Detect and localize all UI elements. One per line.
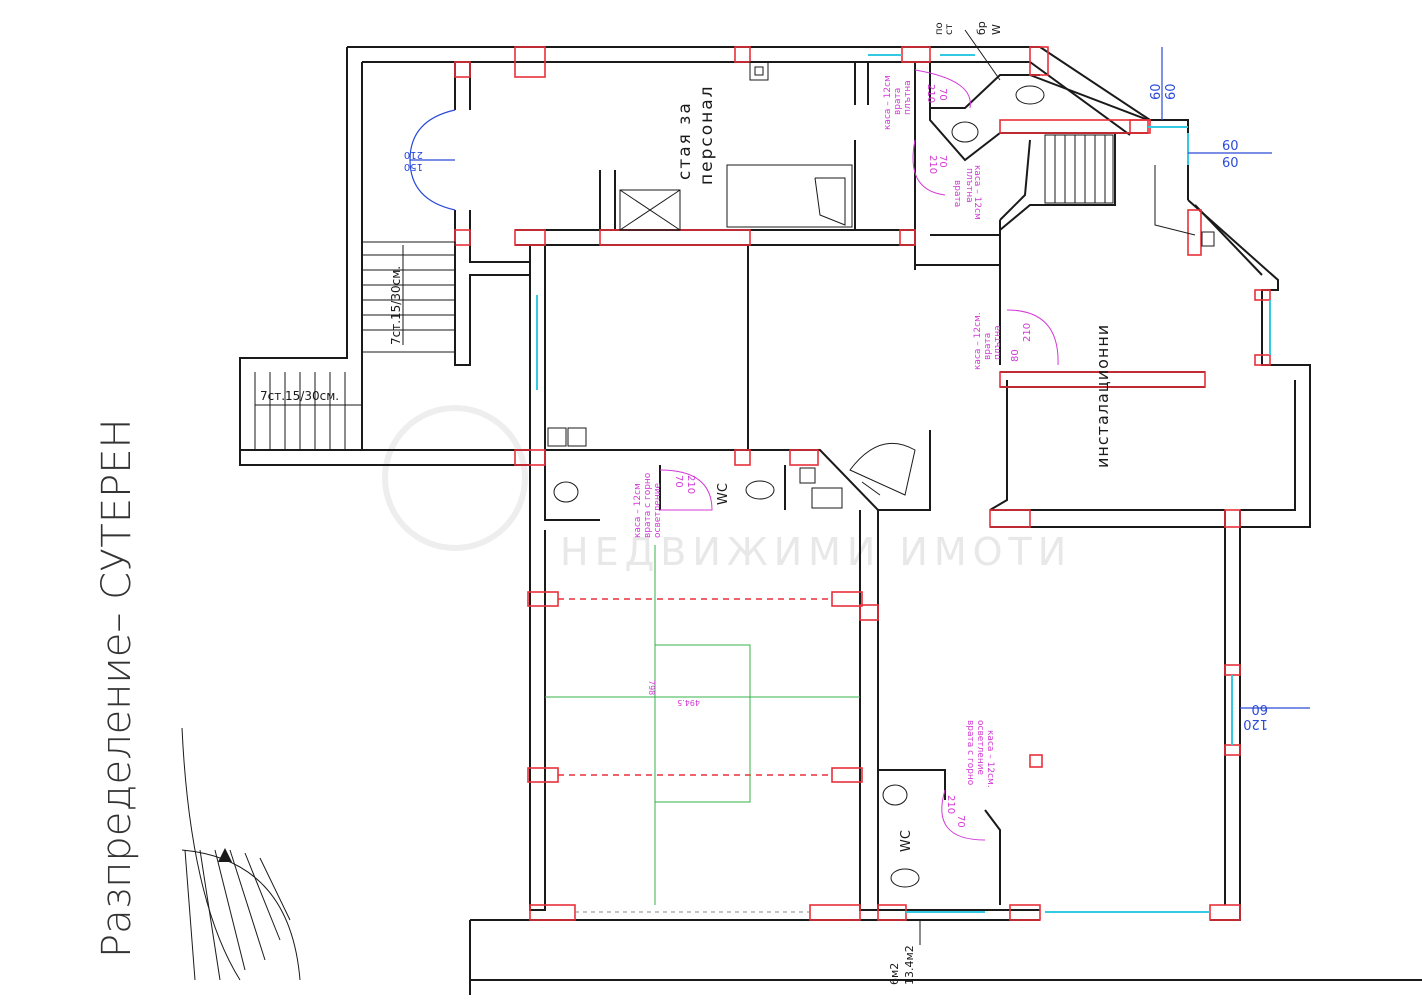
svg-text:врата: врата <box>983 333 993 360</box>
measurement-grid: 494.5 798 <box>545 545 860 905</box>
svg-text:60: 60 <box>1222 156 1239 171</box>
column-markers <box>454 46 1271 921</box>
svg-text:70: 70 <box>937 88 948 101</box>
svg-text:60: 60 <box>1149 83 1164 100</box>
svg-text:каса – 12см.: каса – 12см. <box>985 730 995 788</box>
interior-walls <box>454 62 1205 905</box>
svg-text:70: 70 <box>955 815 966 828</box>
door-annotations: 70 210 врата плътна каса – 12см 70 210 в… <box>633 69 1059 841</box>
watermark-subtitle: НЕДВИЖИМИ ИМОТИ <box>560 530 1072 574</box>
svg-text:80: 80 <box>1010 349 1021 362</box>
svg-text:осветление: осветление <box>975 720 985 776</box>
svg-text:врата: врата <box>952 180 962 207</box>
outer-staircase: 7ст.15/30см. <box>254 372 362 450</box>
svg-text:70: 70 <box>673 475 684 488</box>
inner-stair-label: 7ст.15/30см. <box>389 266 403 345</box>
area-label-a: 6м2 <box>888 963 901 985</box>
toilet <box>890 868 920 888</box>
entrance-door-height: 210 <box>404 149 423 160</box>
svg-text:210: 210 <box>925 84 936 103</box>
dimension-length: 494.5 <box>677 698 700 707</box>
bed <box>726 164 853 228</box>
storage-box <box>619 189 681 231</box>
doors: 150 210 <box>404 109 456 211</box>
svg-text:врата с горно: врата с горно <box>965 720 975 786</box>
svg-text:по: по <box>934 22 945 35</box>
svg-text:осветление: осветление <box>653 482 663 538</box>
svg-text:W: W <box>990 24 1003 35</box>
svg-text:70: 70 <box>937 155 948 168</box>
svg-text:210: 210 <box>927 155 938 174</box>
toilet <box>745 480 775 500</box>
staff-room-label-2: персонал <box>697 84 717 185</box>
svg-text:врата: врата <box>893 88 903 115</box>
entrance-door-width: 150 <box>404 161 423 172</box>
svg-text:60: 60 <box>1222 139 1239 154</box>
svg-text:60: 60 <box>1164 83 1179 100</box>
svg-text:плътна: плътна <box>903 80 913 115</box>
svg-text:каса – 12см.: каса – 12см. <box>973 312 983 370</box>
staff-room-label-1: стая за <box>675 101 695 180</box>
plan-title: Разпределение– СУТЕРЕН <box>94 418 140 958</box>
washbasin <box>882 784 908 806</box>
outer-walls <box>239 46 1422 995</box>
svg-text:120: 120 <box>1243 716 1268 731</box>
dimension-width: 798 <box>647 680 656 695</box>
svg-text:плътна: плътна <box>993 325 1003 360</box>
svg-text:210: 210 <box>1022 323 1033 342</box>
svg-text:каса – 12см: каса – 12см <box>883 75 893 130</box>
area-labels: 6м2 13.4м2 <box>888 920 921 985</box>
area-label-b: 13.4м2 <box>903 945 916 985</box>
toilet <box>1015 85 1045 105</box>
room-labels: стая за персонал инсталационни WC WC <box>675 84 1112 852</box>
washbasin <box>951 121 979 143</box>
installations-label: инсталационни <box>1093 324 1112 468</box>
svg-text:60: 60 <box>1251 701 1268 716</box>
svg-text:плътна: плътна <box>964 168 974 203</box>
svg-text:ст: ст <box>944 24 955 35</box>
service-staircase <box>1044 134 1215 247</box>
wc-label-2: WC <box>899 830 914 852</box>
windows <box>536 54 1271 913</box>
watermark: НЕДВИЖИМИ ИМОТИ <box>382 405 1072 574</box>
svg-text:каса – 12см: каса – 12см <box>972 165 982 220</box>
svg-text:210: 210 <box>685 475 696 494</box>
wc-label-1: WC <box>716 483 731 505</box>
svg-text:каса – 12см: каса – 12см <box>633 483 643 538</box>
spiral-staircase <box>181 727 301 981</box>
svg-text:врата с горно: врата с горно <box>643 472 653 538</box>
svg-text:210: 210 <box>945 795 956 814</box>
svg-text:бр: бр <box>975 21 988 35</box>
furniture <box>547 61 1045 888</box>
inner-staircase: 7ст.15/30см. <box>361 241 456 353</box>
washbasin <box>553 481 579 503</box>
outer-stair-label: 7ст.15/30см. <box>260 389 339 403</box>
window-labels: 60 60 60 60 60 120 по ст бр W <box>934 21 1310 731</box>
